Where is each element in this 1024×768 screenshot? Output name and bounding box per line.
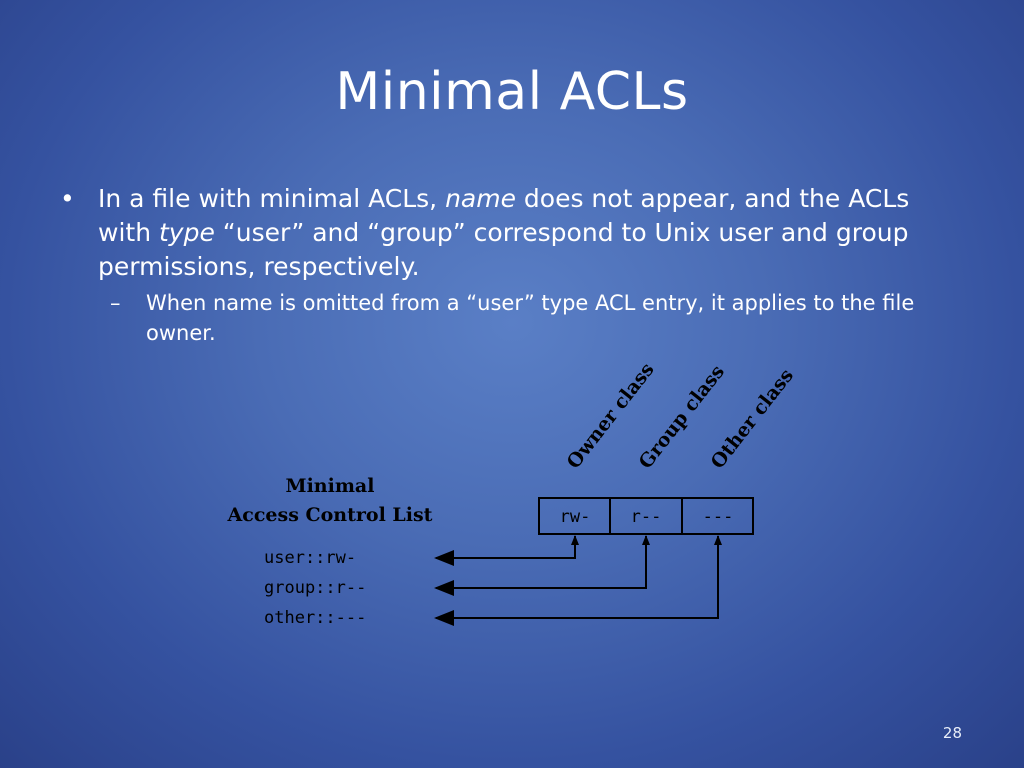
bullet-text-part: In a file with minimal ACLs, <box>98 184 446 213</box>
arrowhead-other <box>714 535 722 545</box>
sub-bullet-item: – When name is omitted from a “user” typ… <box>110 288 960 348</box>
sub-bullet-text: When name is omitted from a “user” type … <box>146 291 915 345</box>
bullet-item-1: • In a file with minimal ACLs, name does… <box>60 182 960 284</box>
acl-entry-group: group::r-- <box>264 578 366 598</box>
page-number: 28 <box>942 724 962 742</box>
permission-box <box>538 497 754 535</box>
connector-owner <box>434 536 576 566</box>
slide-title: Minimal ACLs <box>335 62 689 122</box>
bullet-dot: • <box>60 184 75 213</box>
bullet-text-1: In a file with minimal ACLs, name does n… <box>98 182 960 284</box>
italic-name-word: name <box>445 184 516 213</box>
bullet-text-part: does not appear, and the ACLs with <box>98 184 910 247</box>
arrowhead-owner <box>571 535 579 545</box>
diagram-heading-line2: Access Control List <box>227 504 433 526</box>
acl-entry-user: user::rw- <box>264 548 356 568</box>
italic-type-word: type <box>159 218 215 247</box>
cell-owner: rw- <box>560 507 591 527</box>
bullet-text-part: “user” and “group” correspond to Unix us… <box>98 218 909 281</box>
sub-bullet-dash: – <box>110 291 121 315</box>
connector-group <box>434 536 647 596</box>
cell-group: r-- <box>631 507 662 527</box>
bullet-list: • In a file with minimal ACLs, name does… <box>60 182 960 348</box>
cell-other: --- <box>703 507 734 527</box>
acl-entry-other: other::--- <box>264 608 366 628</box>
diagram-heading-line1: Minimal <box>286 475 375 497</box>
connector-other <box>434 536 719 626</box>
arrowhead-group <box>642 535 650 545</box>
